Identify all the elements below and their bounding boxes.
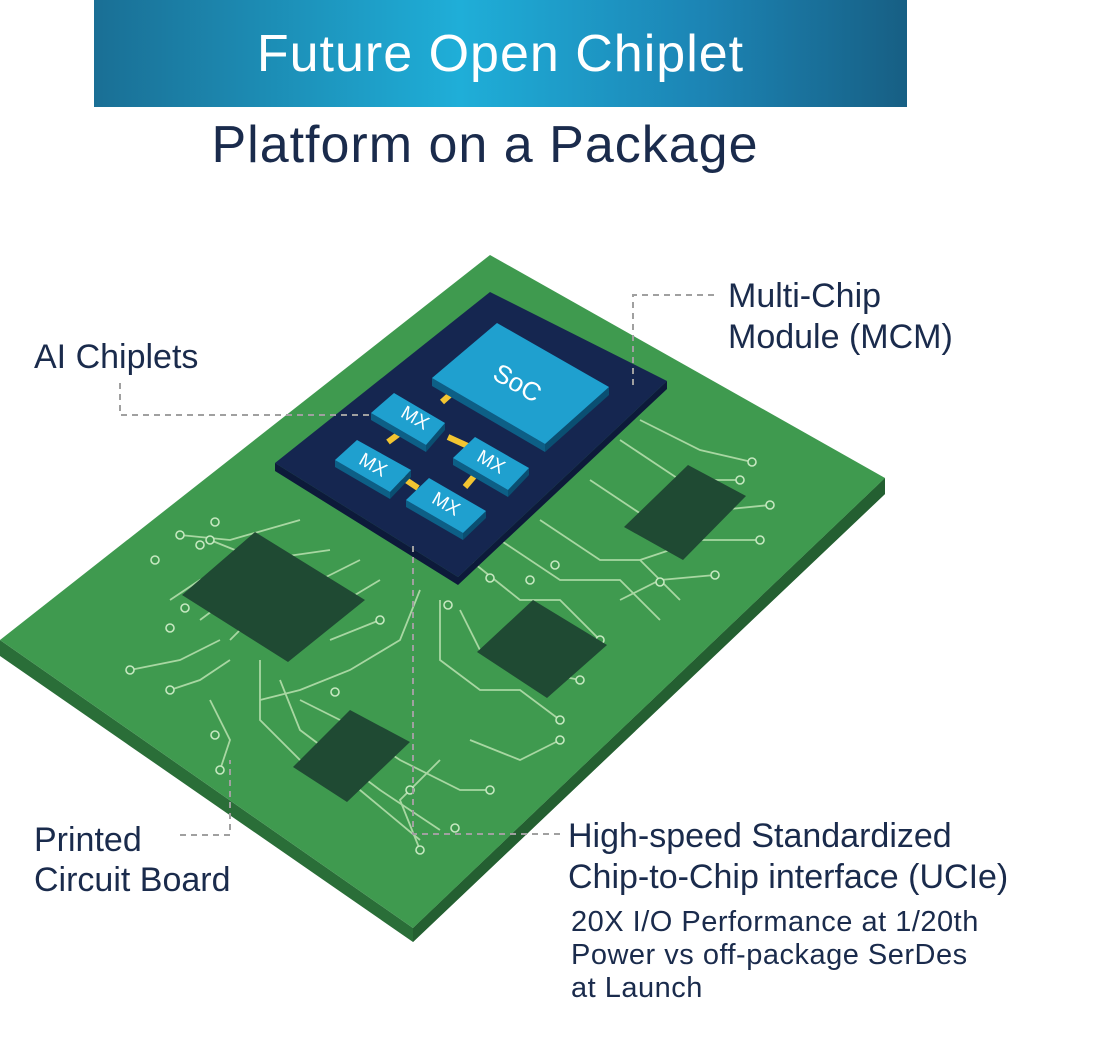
label-pcb-line2: Circuit Board <box>34 861 231 899</box>
label-pcb-line1: Printed <box>34 821 142 859</box>
mx-chip: MX <box>371 393 445 452</box>
label-mcm-line1: Multi-Chip <box>728 277 882 315</box>
page-subtitle: Platform on a Package <box>211 116 759 174</box>
pcb-component <box>182 532 365 662</box>
pcb-component <box>624 465 746 560</box>
soc-chip-edge <box>432 378 545 452</box>
mx-chip: MX <box>406 478 486 540</box>
label-ai-chiplets: AI Chiplets <box>34 338 199 376</box>
leader-mcm <box>632 294 714 385</box>
ucie-note-line1: 20X I/O Performance at 1/20th <box>571 906 979 938</box>
pcb-component <box>293 710 410 802</box>
mcm-substrate <box>275 292 667 577</box>
mx-chip: MX <box>335 440 411 499</box>
leader-ucie <box>412 545 560 835</box>
pcb-board <box>0 255 885 928</box>
ucie-note-line3: at Launch <box>571 972 703 1004</box>
banner-title: Future Open Chiplet <box>256 24 745 83</box>
label-ucie-line2: Chip-to-Chip interface (UCIe) <box>568 858 1009 896</box>
mx-chip: MX <box>453 437 529 497</box>
leader-ai-chiplets <box>119 383 372 416</box>
pcb-board-right-edge <box>413 478 885 942</box>
pcb-vias <box>125 457 775 855</box>
title-banner: Future Open Chiplet <box>94 0 907 107</box>
ucie-note-line2: Power vs off-package SerDes <box>571 939 968 971</box>
leader-lines <box>119 294 714 836</box>
label-ucie-line1: High-speed Standardized <box>568 817 952 855</box>
label-mcm-line2: Module (MCM) <box>728 318 953 356</box>
soc-chip-edge-right <box>545 387 609 452</box>
leader-pcb <box>180 760 231 836</box>
soc-chip <box>432 323 609 444</box>
pcb-component <box>477 600 607 698</box>
